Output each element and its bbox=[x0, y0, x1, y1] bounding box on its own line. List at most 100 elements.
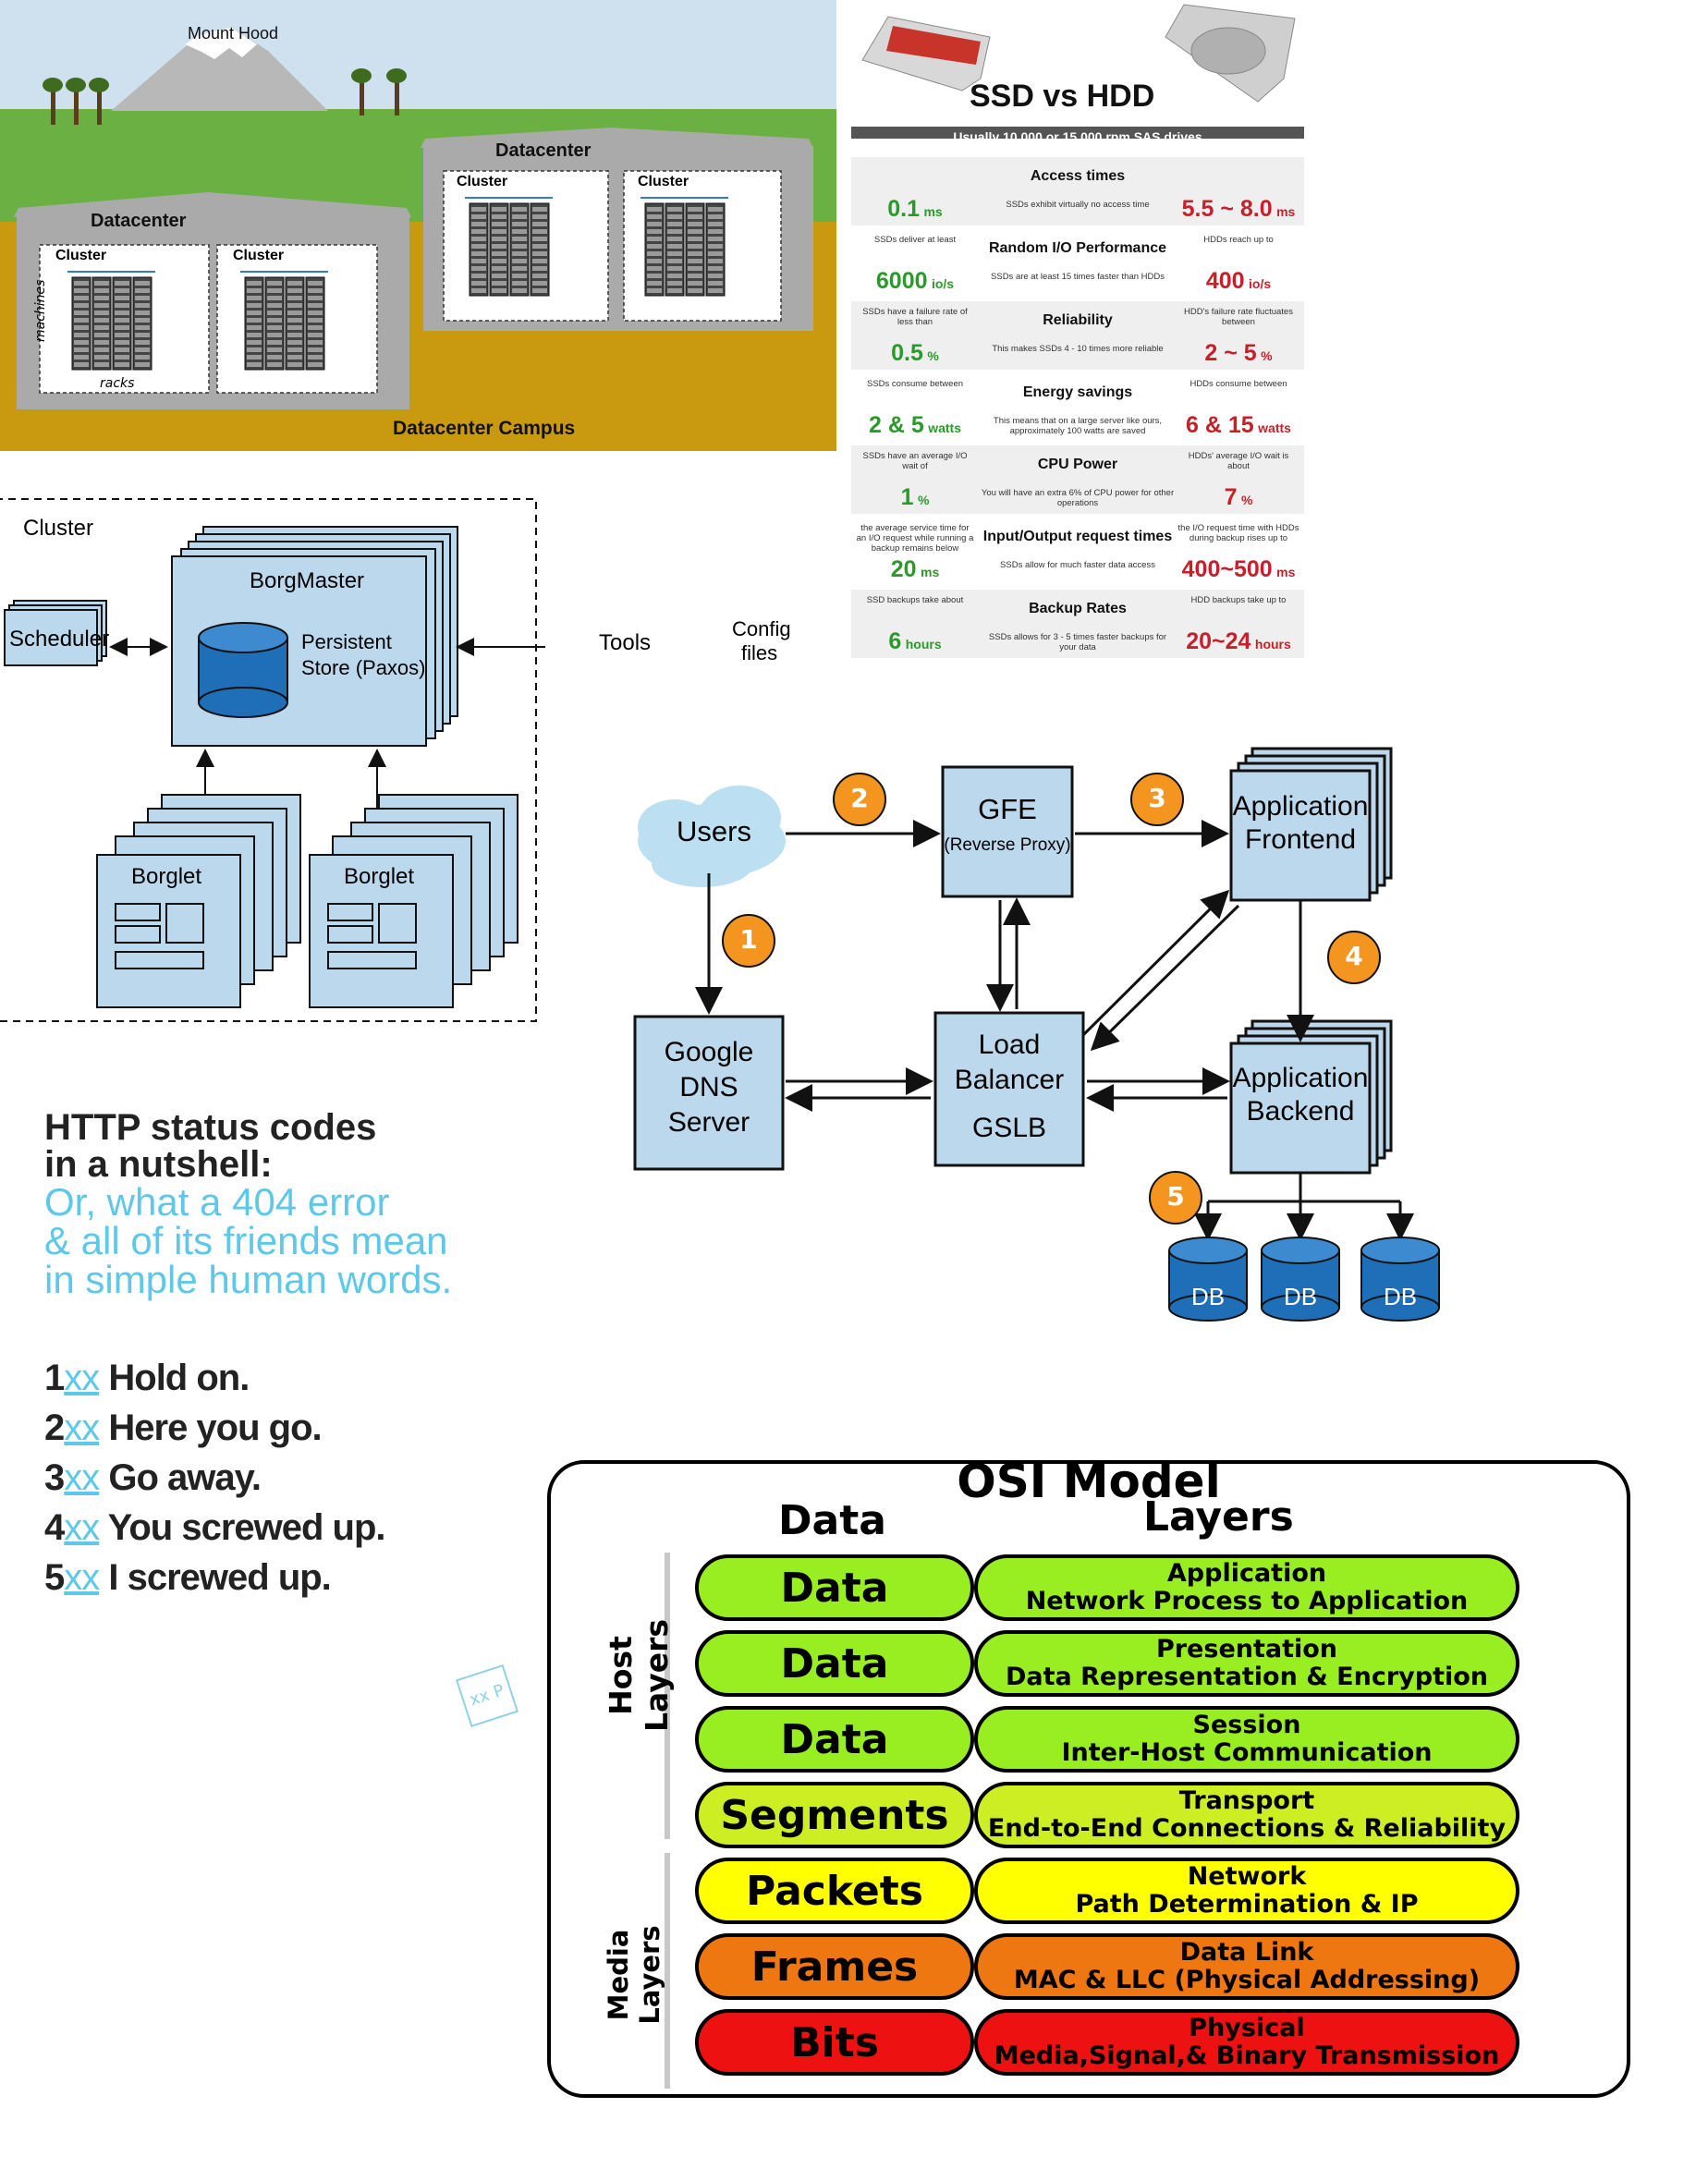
http-code-meaning: Hold on. bbox=[108, 1358, 250, 1398]
xxp-logo-icon: xx P bbox=[455, 1663, 519, 1728]
datacenter-right-label: Datacenter bbox=[495, 140, 592, 161]
rack-machine bbox=[532, 281, 547, 286]
osi-frame bbox=[547, 1460, 1630, 2098]
datacenter-left-label: Datacenter bbox=[91, 211, 187, 231]
gfe-label-1: GFE bbox=[978, 793, 1037, 825]
osi-data-pill: Segments bbox=[695, 1782, 974, 1848]
hdd-note: HDD backups take up to bbox=[1190, 595, 1287, 605]
rack-machine bbox=[115, 333, 129, 337]
rack-machine bbox=[492, 214, 506, 219]
rack-machine bbox=[308, 296, 323, 300]
app-frontend-label-2: Frontend bbox=[1244, 824, 1357, 855]
ssd-value: 2 & 5 bbox=[868, 412, 924, 438]
rack-machine bbox=[512, 259, 527, 263]
app-backend-label-1: Application bbox=[1232, 1063, 1369, 1093]
http-code-xx: xx bbox=[64, 1457, 100, 1498]
rack-machine bbox=[512, 288, 527, 293]
osi-layer-name: Data Link bbox=[1179, 1938, 1314, 1967]
rack-machine bbox=[247, 281, 262, 286]
ssd-note: the average service time for an I/O requ… bbox=[856, 523, 974, 554]
drive-illustrations bbox=[851, 4, 1304, 139]
osi-data-pill: Frames bbox=[695, 1933, 974, 2000]
rack-machine bbox=[471, 207, 486, 212]
osi-data-unit: Bits bbox=[790, 2018, 879, 2066]
rack-machine bbox=[135, 347, 150, 352]
rack-machine bbox=[267, 362, 282, 367]
rack-machine bbox=[688, 207, 702, 212]
rack-machine bbox=[512, 251, 527, 256]
rack-machine bbox=[74, 281, 89, 286]
rack-machine bbox=[94, 355, 109, 359]
rack-machine bbox=[708, 259, 723, 263]
cluster-title: Cluster bbox=[23, 516, 94, 541]
tools-label: Tools bbox=[599, 630, 652, 655]
rack-machine bbox=[688, 274, 702, 278]
db-cylinder bbox=[1360, 1237, 1440, 1322]
rack-machine bbox=[471, 266, 486, 271]
rack-machine bbox=[267, 281, 282, 286]
rack-machine bbox=[512, 244, 527, 249]
rack-machine bbox=[115, 340, 129, 345]
step-badge bbox=[722, 914, 775, 968]
rack-machine bbox=[247, 347, 262, 352]
ssd-note: SSDs have a failure rate of less than bbox=[862, 307, 968, 327]
media-layers-bar bbox=[665, 1853, 670, 2089]
app-frontend-label-1: Application bbox=[1232, 791, 1369, 822]
osi-data-unit: Data bbox=[780, 1564, 889, 1612]
rack-machine bbox=[688, 214, 702, 219]
rack-machine bbox=[512, 229, 527, 234]
osi-layer-name: Presentation bbox=[1155, 1635, 1338, 1663]
rack-machine bbox=[247, 303, 262, 308]
rack-machine bbox=[115, 288, 129, 293]
dns-label-1: Google bbox=[664, 1037, 754, 1067]
rack-machine bbox=[308, 318, 323, 323]
ssd-value: 0.5 bbox=[891, 340, 923, 366]
osi-layer-desc: Path Determination & IP bbox=[1075, 1890, 1419, 1919]
lb-label-3: GSLB bbox=[971, 1113, 1047, 1143]
step-badge bbox=[1149, 1171, 1202, 1225]
hdd-unit: watts bbox=[1258, 420, 1291, 435]
borglet-left-label: Borglet bbox=[131, 864, 202, 889]
rack-machine bbox=[512, 237, 527, 241]
rack-machine bbox=[708, 244, 723, 249]
ssd-hdd-subtitle: Usually 10 000 or 15 000 rpm SAS drives bbox=[953, 129, 1202, 144]
lb-label-1: Load bbox=[978, 1030, 1041, 1060]
hdd-value: 5.5 ~ 8.0 bbox=[1181, 196, 1273, 222]
metric-desc: This makes SSDs 4 - 10 times more reliab… bbox=[992, 344, 1164, 354]
hdd-value: 7 bbox=[1224, 484, 1238, 510]
step-number: 1 bbox=[739, 924, 758, 955]
ssd-unit: ms bbox=[921, 565, 940, 579]
app-backend-box bbox=[1229, 1042, 1372, 1175]
host-layers-bar bbox=[665, 1553, 670, 1839]
metric-name: Input/Output request times bbox=[982, 529, 1173, 544]
metric-desc: SSDs are at least 15 times faster than H… bbox=[991, 272, 1165, 282]
cluster-label: Cluster bbox=[233, 248, 285, 263]
rack-machine bbox=[267, 333, 282, 337]
rack-machine bbox=[267, 325, 282, 330]
rack-machine bbox=[688, 288, 702, 293]
rack-machine bbox=[708, 281, 723, 286]
http-code-meaning: Here you go. bbox=[108, 1407, 322, 1448]
http-code-digit: 4 bbox=[44, 1507, 65, 1548]
hdd-note: HDDs reach up to bbox=[1203, 235, 1274, 245]
rack-machine bbox=[492, 251, 506, 256]
http-code-meaning: You screwed up. bbox=[107, 1507, 386, 1548]
rack-machine bbox=[287, 362, 302, 367]
rack-machine bbox=[94, 311, 109, 315]
rack-machine bbox=[667, 266, 682, 271]
ssd-unit: hours bbox=[905, 637, 942, 652]
users-label: Users bbox=[677, 815, 751, 847]
rack-machine bbox=[708, 288, 723, 293]
rack-machine bbox=[688, 281, 702, 286]
db-label: DB bbox=[1190, 1283, 1226, 1310]
http-code-row: 2xx Here you go. bbox=[44, 1403, 525, 1453]
rack-machine bbox=[471, 229, 486, 234]
rack-machine bbox=[471, 237, 486, 241]
config-label-1: Config bbox=[732, 617, 791, 640]
rack-machine bbox=[471, 281, 486, 286]
osi-data-pill: Bits bbox=[695, 2009, 974, 2076]
rack-machine bbox=[135, 311, 150, 315]
